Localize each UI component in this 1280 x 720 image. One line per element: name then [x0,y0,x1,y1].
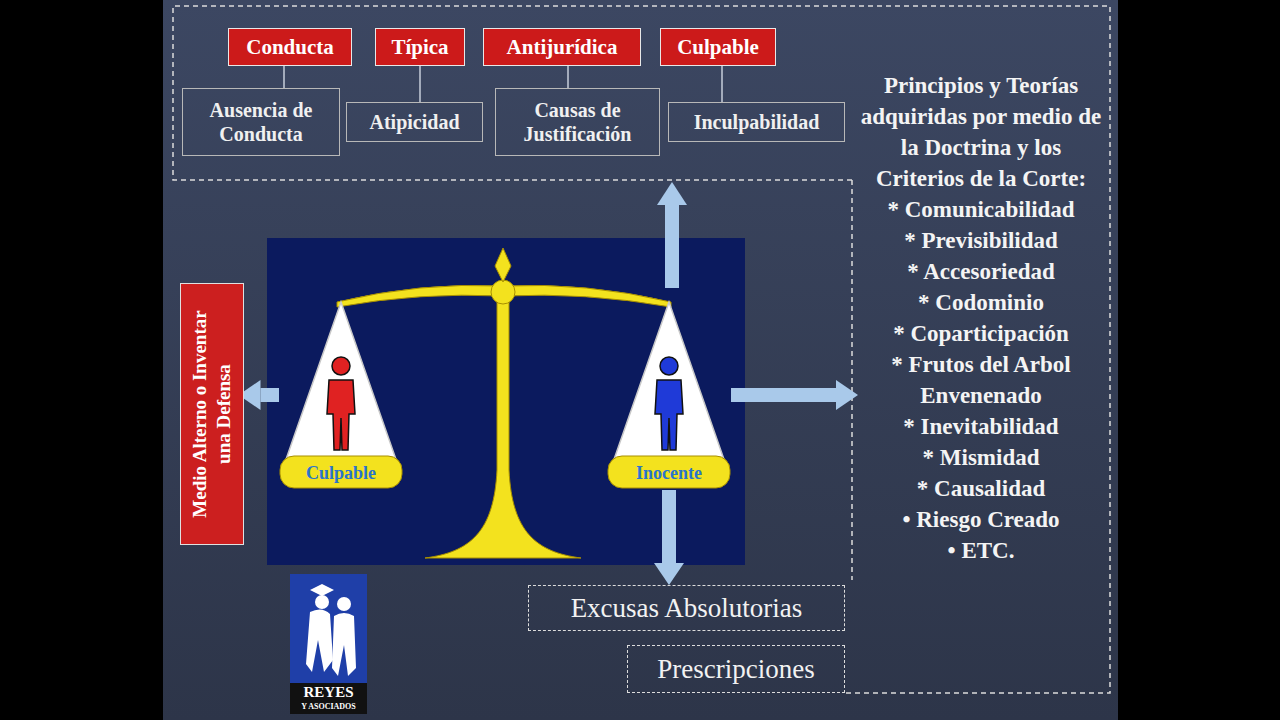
element-box: Antijurídica [483,28,641,66]
node-label: * Codominio [858,287,1104,318]
node-label: * Inevitabilidad [858,411,1104,442]
element-box: Típica [375,28,465,66]
node-label: * Mismidad [858,442,1104,473]
principles-list: Principios y Teorías adquiridas por medi… [858,70,1104,566]
block-arrow [662,490,676,563]
node-label: Atipicidad [369,110,459,134]
logo-text: REYES [290,684,367,701]
node-label: * Causalidad [858,473,1104,504]
pan-drawing [607,300,731,490]
connector-line [419,66,421,102]
person-icon [327,357,355,450]
node-label: Causas de Justificación [504,98,651,146]
scale-pan: Culpable [279,300,403,490]
outcome-box: Excusas Absolutorias [528,585,845,631]
node-label: Ausencia de Conducta [191,98,331,146]
connector-line [283,66,285,88]
pan-drawing [279,300,403,490]
connector-line [567,66,569,88]
dashed-divider [851,180,853,580]
node-label: * Accesoriedad [858,256,1104,287]
slide [163,0,1118,720]
negative-box: Inculpabilidad [668,102,845,142]
node-label: Inculpabilidad [694,110,820,134]
node-label: Antijurídica [507,35,618,60]
node-label: • Riesgo Creado [858,504,1104,535]
logo-text: Y ASOCIADOS [290,702,367,711]
person-icon [655,357,683,450]
negative-box: Ausencia de Conducta [182,88,340,156]
balance-scale [337,248,671,558]
defense-box: Medio Alterno o Inventar una Defensa [180,283,244,545]
outcome-box: Prescripciones [627,645,845,693]
node-label: Conducta [246,35,334,60]
node-label: • ETC. [858,535,1104,566]
negative-box: Causas de Justificación [495,88,660,156]
node-label: Culpable [677,35,759,60]
element-box: Conducta [228,28,352,66]
node-label: Culpable [279,463,403,484]
node-label: Típica [391,35,448,60]
node-label: * Frutos del Arbol Envenenado [858,349,1104,411]
node-label: Prescripciones [657,654,814,685]
negative-box: Atipicidad [346,102,483,142]
element-box: Culpable [660,28,776,66]
scale-pan: Inocente [607,300,731,490]
up-arrow [657,182,687,288]
block-arrow [261,388,280,402]
company-logo [290,574,367,714]
block-arrow [731,388,836,402]
connector-line [721,66,723,102]
node-label: Inocente [607,463,731,484]
dashed-frame [173,6,1110,693]
list-heading: Principios y Teorías adquiridas por medi… [858,70,1104,194]
node-label: * Comunicabilidad [858,194,1104,225]
node-label: Medio Alterno o Inventar una Defensa [188,307,236,522]
node-label: Excusas Absolutorias [571,593,803,624]
node-label: * Coparticipación [858,318,1104,349]
node-label: * Previsibilidad [858,225,1104,256]
